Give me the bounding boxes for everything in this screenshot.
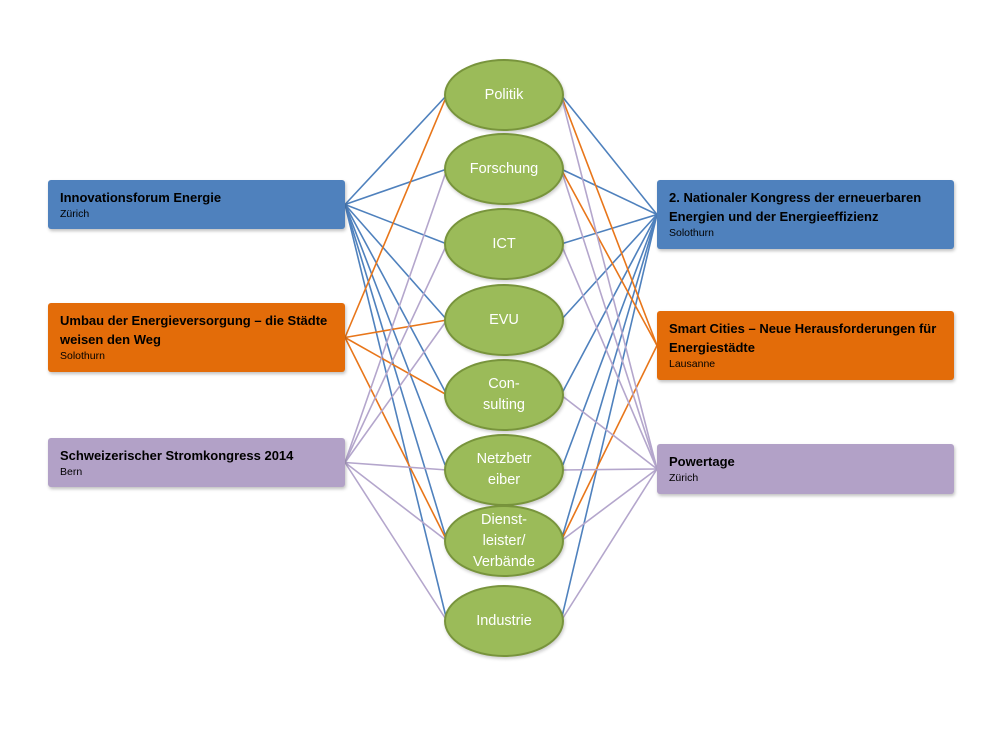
- stakeholder-dienstleister-verbaende: Dienst- leister/ Verbände: [444, 505, 564, 577]
- stakeholder-politik: Politik: [444, 59, 564, 131]
- connection-L1-S5: [344, 204, 448, 396]
- connection-L1-S1: [344, 94, 448, 206]
- stakeholder-label: ICT: [492, 235, 516, 252]
- connection-L3-S2: [344, 168, 448, 463]
- connection-R1-S4: [560, 213, 658, 321]
- connection-L1-S2: [344, 168, 448, 206]
- stakeholder-ict: ICT: [444, 208, 564, 280]
- connection-R2-S2: [560, 168, 658, 346]
- event-smart-cities: Smart Cities – Neue Herausforderungen fü…: [657, 311, 954, 380]
- event-city: Solothurn: [669, 227, 714, 239]
- event-powertage: Powertage Zürich: [657, 444, 954, 494]
- stakeholder-label: Industrie: [476, 612, 532, 629]
- connection-R3-S7: [560, 468, 658, 542]
- event-umbau-der-energieversorgung: Umbau der Energieversorgung – die Städte…: [48, 303, 345, 372]
- event-title: Innovationsforum Energie: [60, 190, 222, 205]
- event-city: Bern: [60, 466, 83, 478]
- connection-L2-S5: [344, 336, 448, 396]
- connection-L2-S4: [344, 319, 448, 339]
- connection-R3-S1: [560, 94, 658, 470]
- stakeholder-evu: EVU: [444, 284, 564, 356]
- connection-L1-S4: [344, 203, 448, 321]
- connection-R2-S7: [560, 345, 658, 542]
- event-title: 2. Nationaler Kongress der erneuerbaren …: [669, 190, 922, 224]
- connection-L2-S1: [344, 94, 448, 338]
- connection-L1-S6: [344, 204, 448, 471]
- event-title: Schweizerischer Stromkongress 2014: [60, 448, 294, 463]
- connection-R1-S3: [560, 213, 658, 245]
- connection-R1-S7: [560, 214, 658, 542]
- event-innovationsforum-energie: Innovationsforum Energie Zürich: [48, 180, 345, 229]
- event-city: Zürich: [669, 472, 699, 484]
- connection-R1-S6: [560, 214, 658, 471]
- stakeholder-label: Con- sulting: [483, 376, 525, 413]
- event-city: Lausanne: [669, 358, 716, 370]
- connection-R1-S8: [560, 214, 658, 622]
- connection-L1-S3: [344, 203, 448, 245]
- connection-L3-S8: [344, 462, 448, 622]
- event-title: Powertage: [669, 454, 735, 469]
- connection-L3-S6: [344, 461, 448, 471]
- event-schweizerischer-stromkongress: Schweizerischer Stromkongress 2014 Bern: [48, 438, 345, 487]
- connection-R2-S1: [560, 94, 658, 346]
- stakeholder-industrie: Industrie: [444, 585, 564, 657]
- connection-L1-S7: [344, 204, 448, 542]
- stakeholder-label: Forschung: [469, 160, 539, 177]
- stakeholder-label: Netzbetr eiber: [476, 451, 532, 488]
- connection-R1-S5: [560, 214, 658, 396]
- event-nationaler-kongress: 2. Nationaler Kongress der erneuerbaren …: [657, 180, 954, 249]
- connection-L3-S3: [344, 243, 448, 463]
- event-city: Solothurn: [60, 350, 105, 362]
- connection-R3-S2: [560, 168, 658, 470]
- event-city: Zürich: [60, 208, 90, 220]
- stakeholder-consulting: Con- sulting: [444, 359, 564, 431]
- stakeholder-forschung: Forschung: [444, 133, 564, 205]
- connection-R3-S6: [560, 468, 658, 471]
- connection-L3-S7: [344, 461, 448, 542]
- stakeholder-label: Dienst- leister/ Verbände: [472, 511, 536, 570]
- connection-R1-S2: [560, 168, 658, 216]
- event-title: Smart Cities – Neue Herausforderungen fü…: [669, 321, 937, 355]
- event-title: Umbau der Energieversorgung – die Städte…: [60, 313, 328, 347]
- connection-R1-S1: [560, 94, 658, 216]
- connection-L3-S4: [344, 319, 448, 463]
- stakeholder-label: EVU: [489, 311, 519, 328]
- stakeholder-label: Politik: [484, 86, 524, 103]
- connection-R3-S8: [560, 468, 658, 622]
- connection-R3-S3: [560, 243, 658, 470]
- connection-L2-S7: [344, 337, 448, 542]
- connection-R3-S5: [560, 394, 658, 470]
- connection-L1-S8: [344, 204, 448, 622]
- stakeholder-netzbetreiber: Netzbetr eiber: [444, 434, 564, 506]
